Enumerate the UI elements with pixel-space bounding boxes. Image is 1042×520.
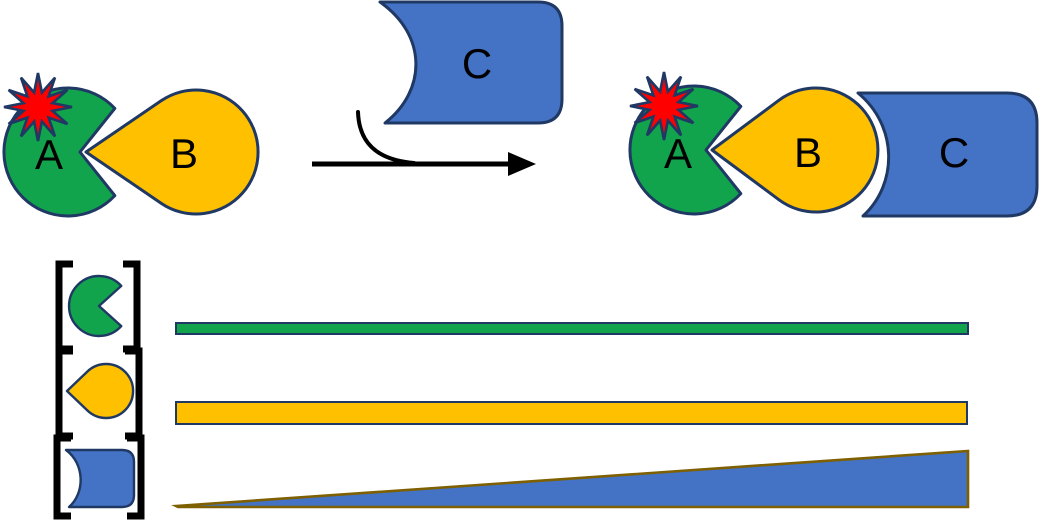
molecule-b-label: B <box>170 130 198 177</box>
concentration-row-a <box>55 260 969 353</box>
product-complex: A B C <box>628 71 1039 218</box>
product-c-concave-card-shape <box>856 91 1039 218</box>
product-c-label: C <box>939 129 969 176</box>
molecule-b-teardrop-shape <box>84 88 260 216</box>
concentration-gradient-wedge-c <box>171 449 970 509</box>
open-bracket-icon <box>53 434 71 520</box>
molecule-c-concave-card-shape <box>378 0 564 125</box>
concentration-row-c <box>53 434 970 520</box>
reactant-complex: A B <box>2 72 260 218</box>
concentration-bar-b <box>175 401 968 425</box>
burst-icon <box>3 72 73 142</box>
close-bracket-icon <box>123 260 141 353</box>
arrow-head-icon <box>508 152 536 176</box>
burst-icon <box>629 71 699 141</box>
molecule-c-label: C <box>462 40 492 87</box>
free-ligand-c: C <box>378 0 564 125</box>
close-bracket-icon <box>127 434 145 520</box>
concentration-row-b <box>55 347 968 440</box>
teardrop-b-icon <box>65 362 135 420</box>
product-b-label: B <box>794 129 822 176</box>
concentration-bar-a <box>175 322 969 335</box>
concave-card-c-icon <box>64 448 136 509</box>
product-b-teardrop-shape <box>710 86 880 214</box>
pacman-a-icon <box>67 274 123 338</box>
product-a-label: A <box>664 130 692 177</box>
reaction-arrow <box>312 110 536 176</box>
molecule-a-label: A <box>35 131 63 178</box>
